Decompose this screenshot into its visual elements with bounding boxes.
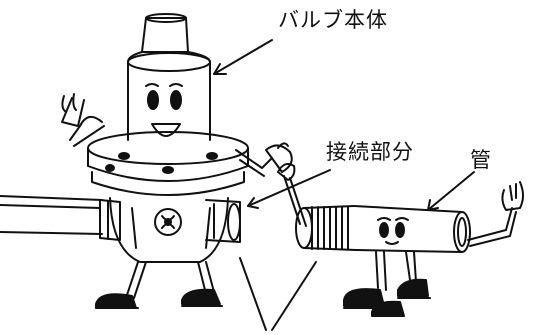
leader-lines <box>213 39 475 331</box>
connection-leader-left <box>239 257 267 331</box>
valve-body-label: バルブ本体 <box>278 8 388 32</box>
pipe-arrow <box>427 171 475 211</box>
valve-body-arrow <box>213 39 273 75</box>
valve-character <box>61 13 293 309</box>
connection-arrow <box>247 169 331 207</box>
pipe-label: 管 <box>470 148 491 172</box>
connection-leader-right <box>271 261 317 331</box>
pipe-character <box>277 163 524 317</box>
left-pipe <box>0 195 103 235</box>
connection-label: 接続部分 <box>326 140 414 164</box>
